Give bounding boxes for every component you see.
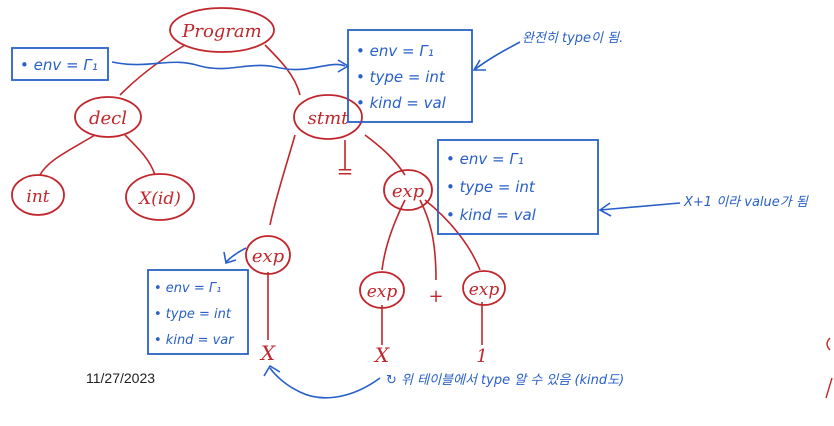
- exp-box-kind: • kind = val: [446, 206, 537, 224]
- node-stmt-label: stmt: [308, 108, 350, 129]
- edge-mark-top: [826, 337, 831, 351]
- node-exp-a: exp: [359, 271, 405, 309]
- env-box-line: • env = Γ₁: [20, 56, 98, 74]
- stmt-box-type: • type = int: [356, 68, 446, 86]
- stmt-box-kind: • kind = val: [356, 94, 447, 112]
- node-x-id-label: X(id): [137, 189, 181, 209]
- node-exp-b-label: exp: [469, 280, 500, 300]
- node-exp-right-label: exp: [392, 181, 425, 202]
- exp-note-arrow: [599, 202, 681, 211]
- left-box-arrow: [225, 247, 247, 263]
- stmt-box-env: • env = Γ₁: [356, 42, 434, 60]
- token-plus: +: [428, 286, 443, 307]
- node-program-label: Program: [181, 21, 261, 42]
- node-exp-b: exp: [462, 270, 506, 306]
- token-x-left: X: [259, 341, 276, 365]
- bottom-lookup-arrow: [269, 367, 381, 399]
- node-exp-right: exp: [383, 169, 433, 211]
- stmt-note: 완전히 type이 됨.: [522, 31, 623, 46]
- node-x-id: X(id): [125, 173, 195, 221]
- node-decl-label: decl: [89, 108, 127, 129]
- slide-date: 11/27/2023: [86, 370, 156, 386]
- stmt-attribute-box: • env = Γ₁ • type = int • kind = val: [347, 29, 473, 123]
- edge-mark-bottom: [825, 377, 833, 399]
- node-decl: decl: [74, 96, 142, 138]
- token-equals: =: [337, 159, 354, 183]
- left-box-env: • env = Γ₁: [154, 281, 221, 296]
- bottom-note: ↻ 위 테이블에서 type 알 수 있음 (kind도): [386, 373, 624, 388]
- exp-box-type: • type = int: [446, 178, 536, 196]
- exp-attribute-box: • env = Γ₁ • type = int • kind = val: [437, 139, 599, 235]
- node-exp-left: exp: [245, 235, 291, 275]
- stmt-note-arrow: [473, 41, 521, 71]
- left-box-kind: • kind = var: [154, 333, 235, 348]
- left-box-type: • type = int: [154, 307, 232, 322]
- node-exp-left-label: exp: [252, 246, 285, 267]
- token-x-right: X: [373, 343, 390, 367]
- node-exp-a-label: exp: [367, 282, 398, 302]
- env-box: • env = Γ₁: [11, 47, 109, 81]
- node-int-label: int: [26, 187, 49, 207]
- node-int: int: [11, 174, 65, 216]
- node-stmt: stmt: [293, 94, 363, 140]
- exp-box-env: • env = Γ₁: [446, 150, 524, 168]
- left-attribute-box: • env = Γ₁ • type = int • kind = var: [147, 269, 249, 355]
- token-one: 1: [476, 346, 487, 367]
- node-program: Program: [169, 7, 275, 53]
- exp-note: X+1 이라 value가 됨: [683, 195, 809, 210]
- env-propagation-arrow: [111, 61, 346, 71]
